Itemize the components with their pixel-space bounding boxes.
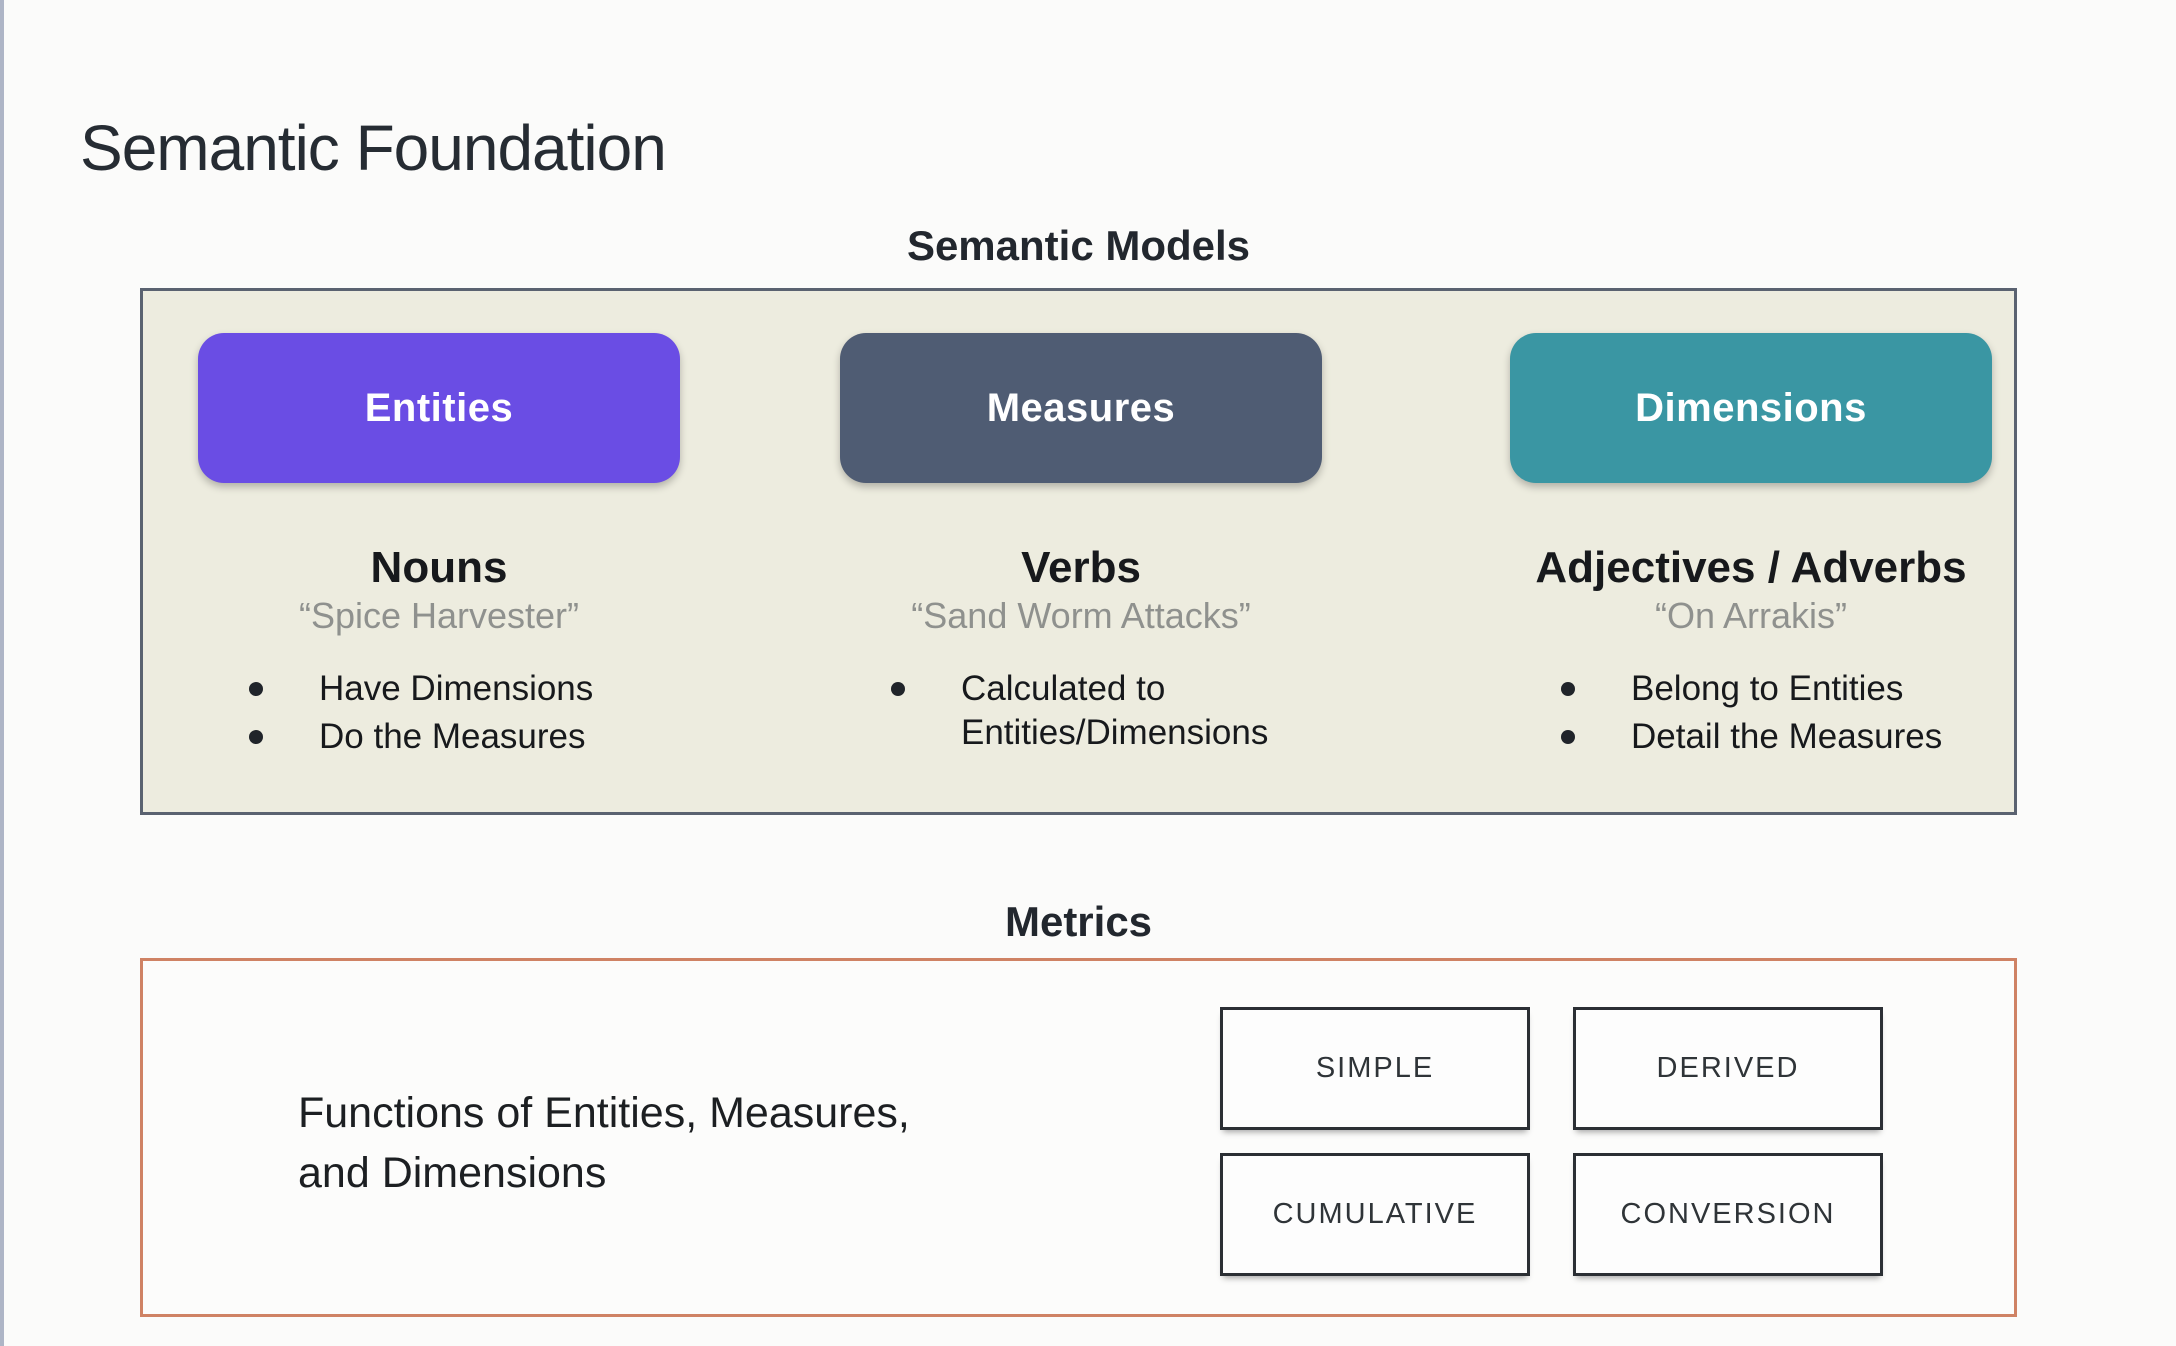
entities-example-quote: “Spice Harvester” <box>298 595 580 636</box>
entities-bullet-list: Have Dimensions Do the Measures <box>159 667 719 759</box>
metric-type-derived-label: DERIVED <box>1656 1052 1800 1084</box>
metrics-panel: Functions of Entities, Measures, and Dim… <box>140 958 2017 1317</box>
metric-type-cumulative: CUMULATIVE <box>1220 1153 1530 1276</box>
dimensions-pill-label: Dimensions <box>1635 385 1867 430</box>
measures-bullet-list: Calculated to Entities/Dimensions <box>801 667 1361 755</box>
metrics-description-line: Functions of Entities, Measures, <box>298 1089 910 1137</box>
measures-pill-label: Measures <box>986 385 1176 430</box>
entities-bullet-item: Do the Measures <box>247 715 719 759</box>
measures-column: Measures Verbs “Sand Worm Attacks” Calcu… <box>801 333 1361 759</box>
measures-role-heading: Verbs <box>1021 543 1141 592</box>
metrics-heading: Metrics <box>1004 898 1153 945</box>
semantic-models-panel: Entities Nouns “Spice Harvester” Have Di… <box>140 288 2017 815</box>
measures-example-quote: “Sand Worm Attacks” <box>911 595 1251 636</box>
metric-type-simple: SIMPLE <box>1220 1007 1530 1130</box>
entities-bullet-item: Have Dimensions <box>247 667 719 711</box>
dimensions-example-quote: “On Arrakis” <box>1654 595 1848 636</box>
measures-pill: Measures <box>840 333 1322 483</box>
metrics-description: Functions of Entities, Measures, and Dim… <box>298 1083 910 1203</box>
metric-type-derived: DERIVED <box>1573 1007 1883 1130</box>
dimensions-column: Dimensions Adjectives / Adverbs “On Arra… <box>1471 333 2031 763</box>
metrics-description-line: and Dimensions <box>298 1149 607 1197</box>
dimensions-role-heading: Adjectives / Adverbs <box>1535 543 1967 592</box>
window-left-edge <box>0 0 4 1346</box>
page-title: Semantic Foundation <box>80 111 667 184</box>
metric-type-simple-label: SIMPLE <box>1315 1052 1435 1084</box>
entities-column: Entities Nouns “Spice Harvester” Have Di… <box>159 333 719 763</box>
metric-type-conversion: CONVERSION <box>1573 1153 1883 1276</box>
entities-pill-label: Entities <box>364 385 514 430</box>
dimensions-bullet-list: Belong to Entities Detail the Measures <box>1471 667 2031 759</box>
entities-role-heading: Nouns <box>370 543 508 592</box>
metric-type-conversion-label: CONVERSION <box>1620 1198 1836 1230</box>
metric-type-cumulative-label: CUMULATIVE <box>1272 1198 1478 1230</box>
measures-bullet-item: Calculated to Entities/Dimensions <box>889 667 1361 755</box>
dimensions-pill: Dimensions <box>1510 333 1992 483</box>
entities-pill: Entities <box>198 333 680 483</box>
dimensions-bullet-item: Detail the Measures <box>1559 715 2031 759</box>
dimensions-bullet-item: Belong to Entities <box>1559 667 2031 711</box>
semantic-models-heading: Semantic Models <box>906 222 1251 269</box>
